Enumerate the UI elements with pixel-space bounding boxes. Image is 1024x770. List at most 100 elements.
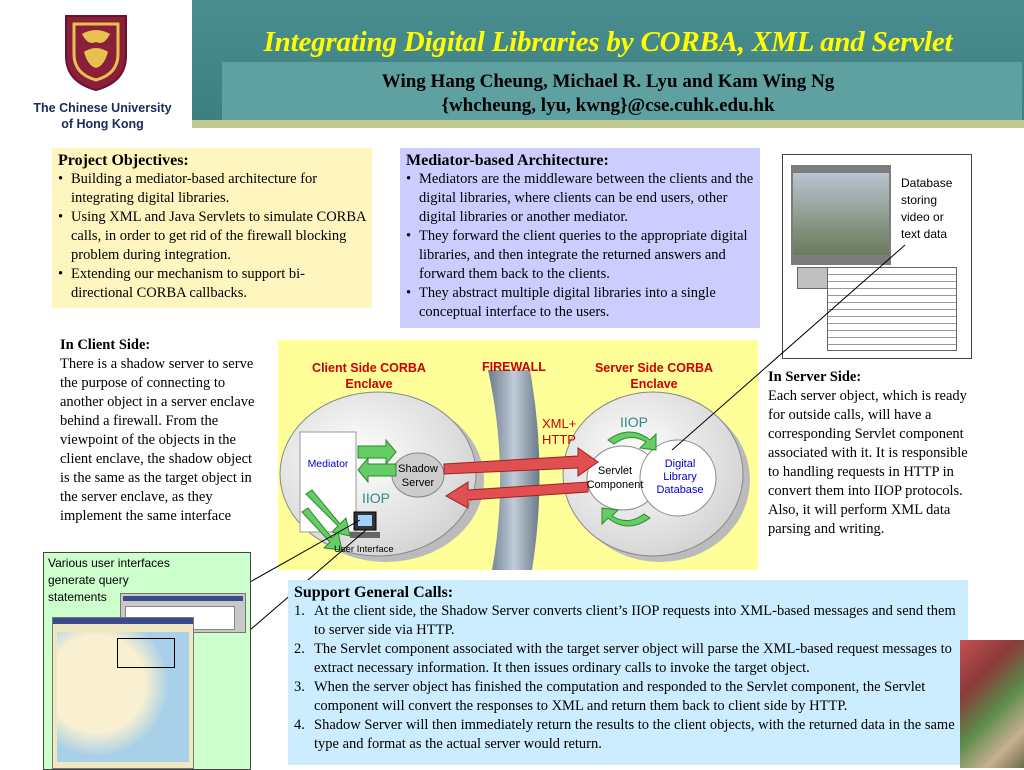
iiop-left-label: IIOP bbox=[362, 490, 391, 506]
architecture-diagram: Client Side CORBA Enclave FIREWALL Serve… bbox=[278, 340, 758, 570]
list-item-text: Shadow Server will then immediately retu… bbox=[314, 717, 955, 752]
digital-library-label-line3: Database bbox=[656, 484, 704, 496]
server-enclave-label-line1: Server Side CORBA bbox=[594, 361, 714, 375]
xml-http-label-line2: HTTP bbox=[542, 432, 576, 447]
query-window-titlebar bbox=[123, 596, 243, 601]
map-image bbox=[57, 632, 189, 762]
callout-line: text data bbox=[901, 227, 948, 241]
client-side-text: There is a shadow server to serve the pu… bbox=[60, 356, 255, 524]
client-enclave-label: Client Side CORBA Enclave bbox=[304, 360, 434, 392]
client-enclave-label-line1: Client Side CORBA bbox=[312, 361, 426, 375]
list-item: They abstract multiple digital libraries… bbox=[406, 284, 754, 322]
mediator-architecture-list: Mediators are the middleware between the… bbox=[406, 170, 754, 322]
xml-http-label: XML+ HTTP bbox=[542, 416, 576, 448]
callout-line: Database bbox=[901, 176, 953, 190]
firewall-label: FIREWALL bbox=[482, 360, 546, 374]
iiop-cycle-bottom-arrow bbox=[601, 507, 651, 527]
airplane-image bbox=[793, 173, 889, 255]
diagram-graphics bbox=[279, 370, 750, 570]
header-banner: Integrating Digital Libraries by CORBA, … bbox=[192, 0, 1024, 128]
digital-library-label: Digital Library Database bbox=[646, 458, 714, 497]
keyboard-icon bbox=[350, 532, 380, 538]
university-logo-area: The Chinese University of Hong Kong bbox=[0, 0, 192, 140]
server-side-title: In Server Side: bbox=[768, 369, 862, 385]
author-emails: {whcheung, lyu, kwng}@cse.cuhk.edu.hk bbox=[441, 95, 775, 116]
callout-line: storing bbox=[901, 193, 938, 207]
text-data-window bbox=[827, 267, 957, 351]
list-item: 3. When the server object has finished th… bbox=[294, 678, 962, 716]
author-block: Wing Hang Cheung, Michael R. Lyu and Kam… bbox=[192, 70, 1024, 118]
server-enclave-label: Server Side CORBA Enclave bbox=[584, 360, 724, 392]
user-interface-label: User Interface bbox=[334, 544, 394, 555]
server-side-section: In Server Side: Each server object, whic… bbox=[768, 368, 968, 539]
client-side-title: In Client Side: bbox=[60, 337, 151, 353]
header-inner bbox=[192, 0, 1024, 128]
client-enclave-label-line2: Enclave bbox=[345, 377, 393, 391]
mediator-architecture-box: Mediator-based Architecture: Mediators a… bbox=[400, 148, 760, 328]
http-response-arrow bbox=[445, 481, 589, 509]
server-enclave-label-line2: Enclave bbox=[630, 377, 678, 391]
ui-arrow-2 bbox=[301, 507, 343, 551]
shadow-server-label-line1: Shadow bbox=[398, 463, 438, 475]
list-item: Extending our mechanism to support bi-di… bbox=[58, 265, 366, 303]
project-objectives-list: Building a mediator-based architecture f… bbox=[58, 170, 366, 303]
caption-line: statements bbox=[48, 590, 107, 604]
project-objectives-title: Project Objectives: bbox=[58, 152, 189, 169]
decorative-photo bbox=[960, 640, 1024, 768]
iiop-right-label: IIOP bbox=[620, 414, 649, 430]
xml-http-label-line1: XML+ bbox=[542, 416, 577, 431]
caption-line: generate query bbox=[48, 573, 129, 587]
digital-library-node bbox=[639, 439, 717, 517]
university-name-line2: of Hong Kong bbox=[61, 117, 144, 131]
list-item: 2. The Servlet component associated with … bbox=[294, 640, 962, 678]
client-side-section: In Client Side: There is a shadow server… bbox=[60, 336, 260, 526]
shadow-server-label: Shadow Server bbox=[392, 462, 444, 490]
page-title: Integrating Digital Libraries by CORBA, … bbox=[263, 26, 953, 58]
database-callout: Database storing video or text data bbox=[901, 175, 971, 243]
video-window bbox=[791, 165, 891, 265]
shadow-server-label-line2: Server bbox=[401, 477, 435, 489]
list-number: 1. bbox=[294, 603, 305, 619]
author-names: Wing Hang Cheung, Michael R. Lyu and Kam… bbox=[381, 71, 835, 92]
list-item-text: The Servlet component associated with th… bbox=[314, 641, 952, 676]
http-request-arrow bbox=[443, 447, 599, 477]
university-name-line1: The Chinese University bbox=[33, 101, 172, 115]
map-window bbox=[52, 617, 194, 769]
support-general-calls-list: 1. At the client side, the Shadow Server … bbox=[294, 602, 962, 754]
list-item-text: At the client side, the Shadow Server co… bbox=[314, 603, 956, 638]
servlet-component-label-line1: Servlet bbox=[597, 465, 633, 477]
digital-library-label-line2: Library bbox=[663, 471, 697, 483]
server-side-text: Each server object, which is ready for o… bbox=[768, 388, 968, 537]
mediator-label: Mediator bbox=[307, 458, 349, 470]
computer-screen-icon bbox=[358, 515, 372, 526]
map-selection-box bbox=[117, 638, 175, 668]
project-objectives-box: Project Objectives: Building a mediator-… bbox=[52, 148, 372, 308]
caption-line: Various user interfaces bbox=[48, 556, 170, 570]
list-number: 2. bbox=[294, 641, 305, 657]
digital-library-label-line1: Digital bbox=[664, 458, 696, 470]
list-item: Mediators are the middleware between the… bbox=[406, 170, 754, 227]
university-crest-icon bbox=[65, 15, 127, 92]
servlet-component-label: Servlet Component bbox=[580, 464, 650, 492]
list-item: Building a mediator-based architecture f… bbox=[58, 170, 366, 208]
shadow-to-mediator-arrow bbox=[357, 456, 397, 484]
support-general-calls-title: Support General Calls: bbox=[294, 584, 454, 601]
callout-line: video or bbox=[901, 210, 944, 224]
user-interfaces-caption: Various user interfaces generate query s… bbox=[48, 555, 238, 606]
list-item: Using XML and Java Servlets to simulate … bbox=[58, 208, 366, 265]
list-item: 1. At the client side, the Shadow Server … bbox=[294, 602, 962, 640]
university-name: The Chinese University of Hong Kong bbox=[30, 100, 175, 132]
header-bottom-strip bbox=[192, 120, 1024, 128]
list-item: They forward the client queries to the a… bbox=[406, 227, 754, 284]
list-number: 4. bbox=[294, 717, 305, 733]
servlet-component-label-line2: Component bbox=[586, 479, 644, 491]
support-general-calls-box: Support General Calls: 1. At the client s… bbox=[288, 580, 968, 765]
header-shadow-panel bbox=[222, 62, 1022, 128]
iiop-cycle-top-arrow bbox=[607, 431, 657, 451]
user-interfaces-panel: Various user interfaces generate query s… bbox=[43, 552, 251, 770]
decorative-photo-fill bbox=[960, 640, 1024, 768]
list-item-text: When the server object has finished the … bbox=[314, 679, 926, 714]
mediator-architecture-title: Mediator-based Architecture: bbox=[406, 152, 609, 169]
list-item: 4. Shadow Server will then immediately re… bbox=[294, 716, 962, 754]
list-number: 3. bbox=[294, 679, 305, 695]
